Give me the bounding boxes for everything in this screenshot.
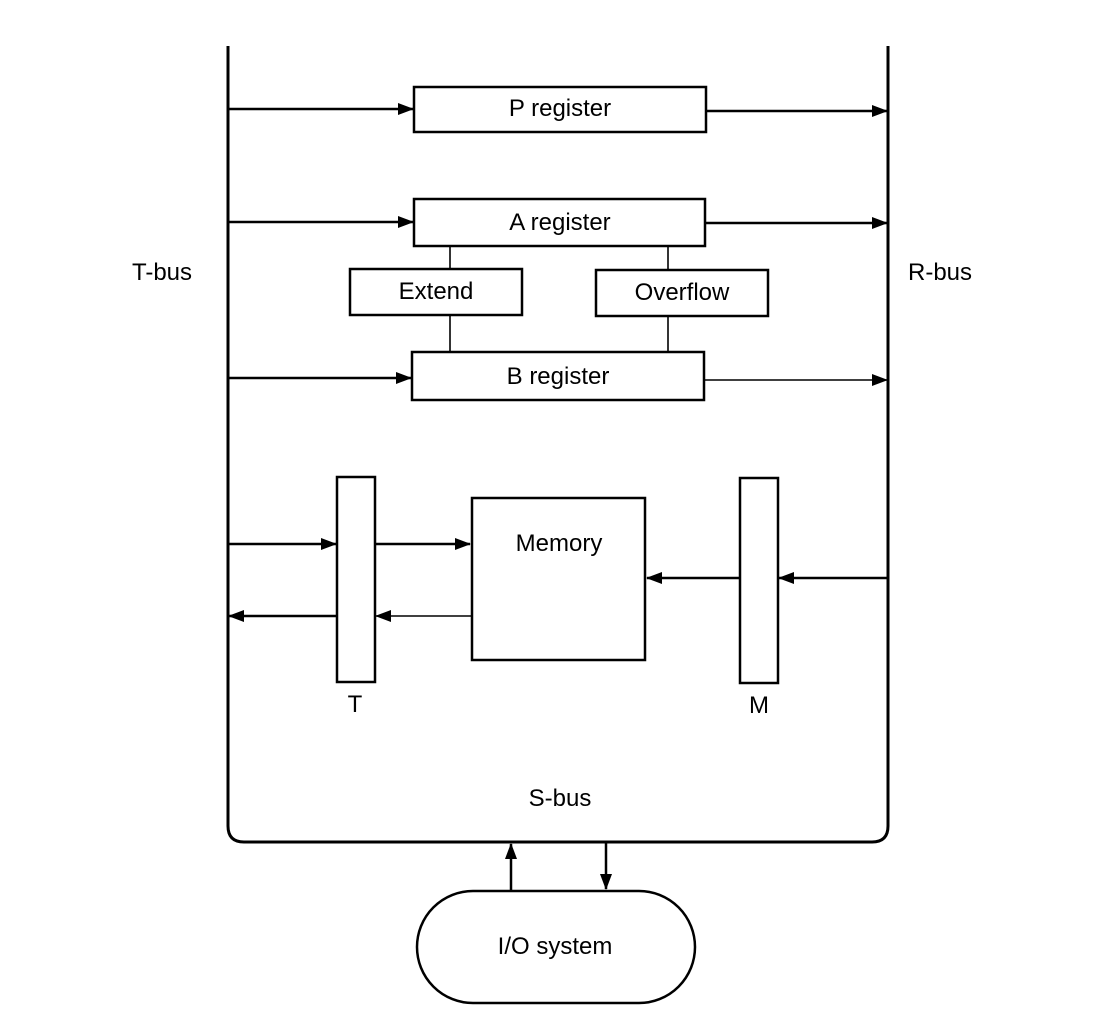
m-register-label: M [749, 692, 769, 719]
b-register [410, 350, 706, 402]
a-register-label: A register [509, 209, 610, 236]
t-register-label: T [348, 691, 363, 718]
m-register [738, 476, 780, 685]
memory-block [470, 496, 647, 662]
io-system-label: I/O system [498, 933, 613, 960]
t-bus-label: T-bus [132, 259, 192, 286]
overflow-flag-label: Overflow [635, 279, 730, 306]
io-system [415, 889, 697, 1005]
p-register-label: P register [509, 95, 611, 122]
t-register [335, 475, 377, 684]
extend-flag [348, 267, 524, 317]
s-bus-label: S-bus [529, 785, 592, 812]
extend-flag-label: Extend [399, 278, 474, 305]
bus-outline [226, 46, 890, 844]
p-register [412, 85, 708, 134]
a-register [412, 197, 707, 248]
b-register-label: B register [507, 363, 610, 390]
memory-label: Memory [516, 530, 603, 557]
r-bus-label: R-bus [908, 259, 972, 286]
overflow-flag [594, 268, 770, 318]
